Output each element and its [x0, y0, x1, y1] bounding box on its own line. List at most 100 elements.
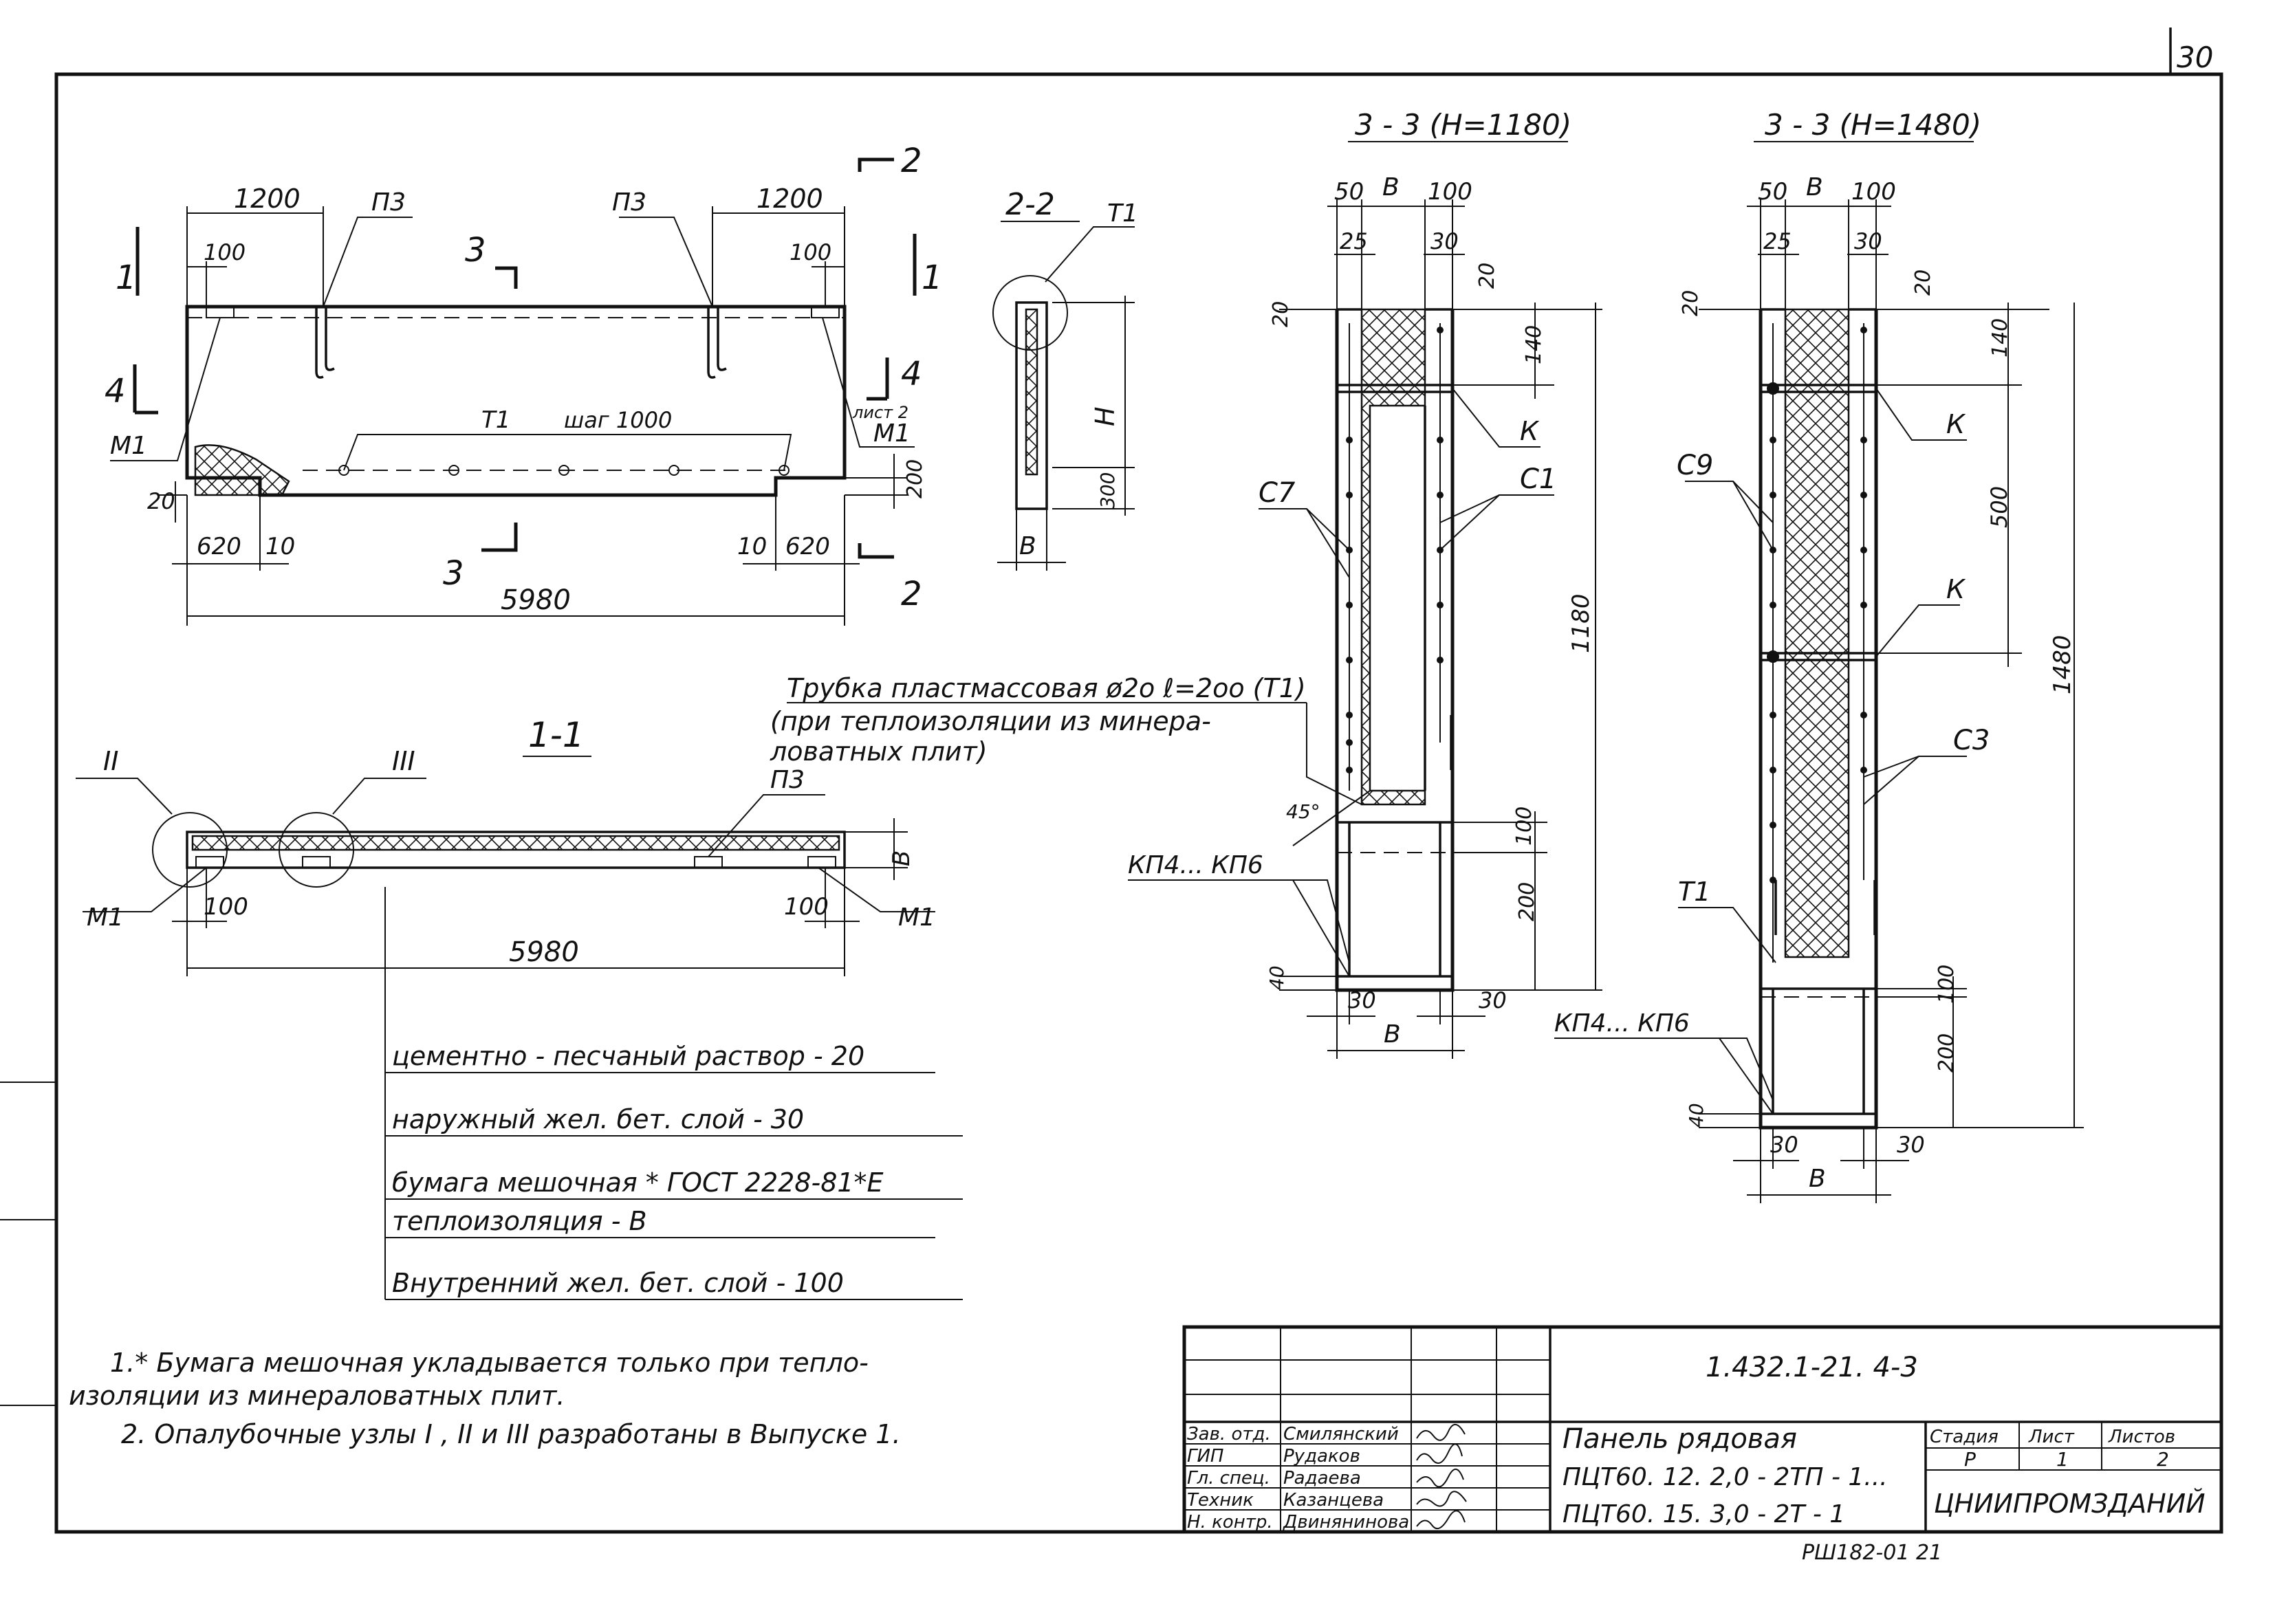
plan-view: Т1 шаг 1000 1200 1200 100 100 П3 П3 1 1 … [105, 142, 943, 626]
plan-dim-total: 5980 [501, 584, 571, 616]
section33b-dim-b: В [1806, 173, 1823, 201]
section33b-dim-50: 50 [1758, 178, 1787, 206]
section33a-dim-100: 100 [1428, 178, 1472, 206]
note-1-line2: изоляции из минераловатных плит. [69, 1381, 565, 1411]
plan-dim-100-left: 100 [204, 239, 246, 265]
section11-label-m1-right: М1 [898, 903, 935, 932]
sheet-frame: 30 [0, 28, 2223, 1534]
section11-dim-100-left: 100 [204, 893, 248, 921]
section33a-label-k: К [1520, 416, 1540, 446]
plan-dim-100-right: 100 [790, 239, 831, 265]
plan-sheet-ref: лист 2 [852, 403, 908, 422]
section33b-dim-40: 40 [1685, 1103, 1708, 1128]
section33a-dim-20-left: 20 [1269, 301, 1293, 327]
plan-dim-10-left: 10 [265, 533, 295, 560]
stamp-sheet-value: 1 [2056, 1448, 2069, 1471]
section11-node-3: III [392, 746, 415, 776]
stamp-name-1: Рудаков [1283, 1446, 1360, 1467]
section-3-3-1480: 3 - 3 (Н=1480) [1554, 108, 2084, 1203]
section33b-dim-1480: 1480 [2049, 635, 2076, 694]
plan-cut-4-right: 4 [901, 355, 922, 393]
section33b-label-kp: КП4... КП6 [1554, 1009, 1690, 1038]
layers-list [384, 887, 963, 1300]
tube-note-line2: (при теплоизоляции из минера- [770, 706, 1211, 736]
rebar-dots-b-right [1860, 327, 1867, 773]
stamp-role-3: Техник [1187, 1490, 1254, 1511]
plan-cut-3-top: 3 [465, 231, 486, 270]
section11-node-2: II [103, 746, 118, 776]
stamp-sheets-value: 2 [2157, 1448, 2169, 1471]
rebar-dots-left [1346, 437, 1353, 773]
page-number: 30 [2177, 41, 2213, 74]
section33b-dim-140: 140 [1988, 318, 2012, 358]
stamp-title-line2: ПЦТ60. 12. 2,0 - 2ТП - 1... [1563, 1463, 1888, 1491]
section33b-dim-500: 500 [1986, 486, 2012, 528]
section11-dim-total: 5980 [509, 936, 579, 968]
section33a-dim-200: 200 [1515, 882, 1539, 921]
plan-label-m1-right: М1 [873, 419, 911, 448]
section33b-dim-30-right: 30 [1897, 1132, 1925, 1158]
plan-label-t1: Т1 [481, 406, 510, 434]
plan-dim-620-left: 620 [197, 533, 241, 560]
note-2: 2. Опалубочные узлы I , II и III разрабо… [121, 1419, 901, 1449]
stamp-signatures [1416, 1424, 1467, 1530]
plan-dim-20: 20 [147, 488, 175, 514]
title-block: 1.432.1-21. 4-3 Зав. отд. ГИП Гл. спец. … [1182, 1325, 2223, 1565]
stamp-doc-code: 1.432.1-21. 4-3 [1706, 1352, 1918, 1383]
tube-note-line3: ловатных плит) [770, 736, 988, 767]
section33b-dim-100: 100 [1851, 178, 1896, 206]
section11-title: 1-1 [528, 715, 585, 755]
section11-dim-b: В [888, 851, 915, 866]
section33b-dim-30-top: 30 [1854, 228, 1882, 254]
section33a-angle-45: 45° [1286, 800, 1320, 823]
stamp-name-3: Казанцева [1283, 1490, 1384, 1511]
section33b-title: 3 - 3 (Н=1480) [1765, 108, 1981, 142]
section22-dim-300: 300 [1096, 472, 1119, 509]
plan-dim-10-right: 10 [737, 533, 767, 560]
section33a-label-c7: С7 [1259, 477, 1296, 509]
section33a-dim-b: В [1382, 173, 1400, 201]
stamp-title-line1: Панель рядовая [1563, 1423, 1797, 1455]
note-1-line1: 1.* Бумага мешочная укладывается только … [110, 1348, 869, 1378]
section11-dim-100-right: 100 [784, 893, 829, 921]
stamp-name-2: Радаева [1283, 1468, 1361, 1489]
plan-cut-1-right: 1 [922, 259, 943, 297]
section33b-dim-100-low: 100 [1935, 965, 1959, 1004]
section11-label-m1-left: М1 [87, 903, 124, 932]
section-3-3-1180: 3 - 3 (Н=1180) [1128, 108, 1602, 1059]
plan-label-step: шаг 1000 [564, 407, 672, 433]
plan-cut-2-top: 2 [901, 142, 922, 180]
layer-4: теплоизоляция - В [392, 1206, 647, 1236]
section33b-label-c9: С9 [1677, 450, 1713, 481]
tube-note: Трубка пластмассовая ø2о ℓ=2оо (Т1) (при… [770, 673, 1362, 805]
plan-label-m1-left: М1 [110, 432, 147, 460]
section33a-dim-30-left: 30 [1348, 987, 1376, 1013]
plan-cut-3-bottom: 3 [443, 554, 464, 593]
plan-label-p3-left: П3 [371, 188, 406, 217]
plan-cut-4-left: 4 [105, 372, 126, 410]
section33b-dim-200: 200 [1935, 1033, 1959, 1073]
section33a-dim-20-right: 20 [1475, 263, 1499, 289]
section33b-dim-b-bottom: В [1809, 1165, 1826, 1193]
layer-2: наружный жел. бет. слой - 30 [392, 1104, 805, 1134]
section33b-dim-25: 25 [1763, 228, 1792, 254]
bottom-code: РШ182-01 21 [1802, 1541, 1942, 1565]
tube-note-line1: Трубка пластмассовая ø2о ℓ=2оо (Т1) [787, 673, 1306, 703]
section22-dim-h: Н [1090, 406, 1120, 426]
stamp-role-2: Гл. спец. [1187, 1468, 1270, 1489]
section22-label-t1: Т1 [1107, 199, 1138, 228]
stamp-org: ЦНИИПРОМЗДАНИЙ [1934, 1489, 2206, 1519]
plan-dim-620-right: 620 [785, 533, 830, 560]
section-1-1: 1-1 II III П3 М1 М1 В 100 100 5980 [76, 715, 935, 976]
section33b-dim-20-left: 20 [1679, 290, 1703, 316]
section11-label-p3: П3 [770, 766, 805, 794]
stamp-stage-label: Стадия [1930, 1427, 1999, 1447]
section33a-dim-1180: 1180 [1567, 593, 1595, 653]
stamp-stage-value: Р [1964, 1448, 1976, 1471]
section33a-dim-100-low: 100 [1512, 806, 1536, 846]
section33a-dim-25: 25 [1340, 228, 1368, 254]
section33b-label-t1: Т1 [1678, 877, 1710, 907]
layer-3: бумага мешочная * ГОСТ 2228-81*Е [392, 1167, 884, 1198]
section33b-label-k-mid: К [1946, 574, 1966, 604]
